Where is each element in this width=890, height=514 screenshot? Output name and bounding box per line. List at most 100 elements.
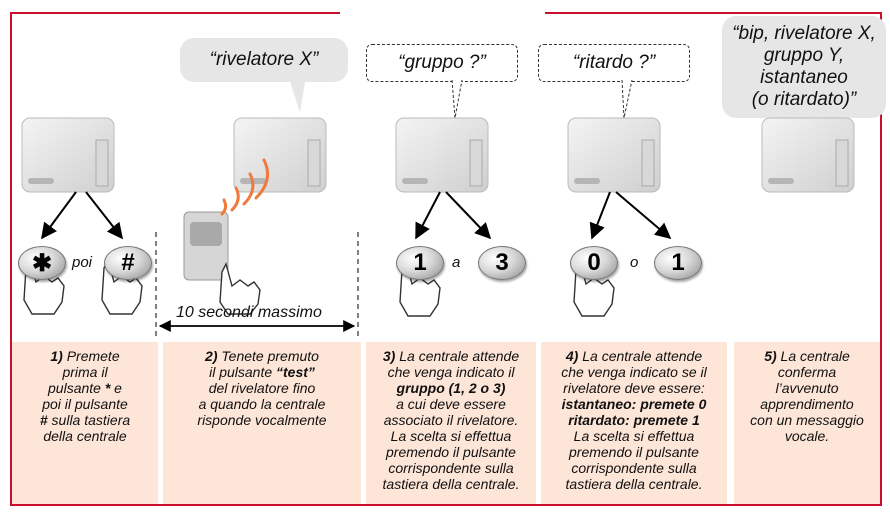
key-3: 3 <box>478 246 526 280</box>
key-1: 1 <box>396 246 444 280</box>
text-line: rivelatore deve essere: <box>563 380 705 396</box>
bubble-line: gruppo Y, <box>763 45 845 66</box>
word-a: a <box>452 254 461 271</box>
istantaneo-keyword: istantaneo: premete 0 <box>561 396 707 412</box>
bubble-text: “rivelatore X” <box>209 49 319 70</box>
text-line: premendo il pulsante <box>386 444 516 460</box>
speech-bubble-ritardo: “ritardo ?” <box>538 44 690 82</box>
hand-pointer-icon <box>399 260 441 317</box>
gruppo-keyword: gruppo (1, 2 o 3) <box>396 380 506 396</box>
step1-panel <box>12 342 158 504</box>
speech-bubble-rivelatore: “rivelatore X” <box>180 38 348 82</box>
text-line: conferma <box>777 364 837 380</box>
bubble-tail <box>451 79 463 119</box>
key-1: 1 <box>654 246 702 280</box>
step-number: 4) <box>565 348 579 364</box>
text-line: a quando la centrale <box>198 396 326 412</box>
text-line: tastiera della centrale. <box>382 476 520 492</box>
text-line: tastiera della centrale. <box>565 476 703 492</box>
text-line: corrispondente sulla <box>388 460 514 476</box>
key-label: 1 <box>671 249 685 276</box>
step-number: 5) <box>764 348 777 364</box>
hash-key: # <box>104 246 152 280</box>
text-line: pulsante <box>48 380 105 396</box>
arrow <box>85 191 123 240</box>
hand-pointer-icon <box>219 262 261 315</box>
text-line: apprendimento <box>760 396 854 412</box>
key-label: 1 <box>413 249 427 276</box>
control-panel-device-2 <box>233 117 327 193</box>
star-key: ✱ <box>18 246 66 280</box>
text-line: prima il <box>62 364 108 380</box>
step5-text: 5) La centrale conferma l’avvenuto appre… <box>734 348 880 444</box>
test-keyword: “test” <box>276 364 315 380</box>
text-line: La centrale attende <box>395 348 520 364</box>
arrow <box>589 191 611 240</box>
frame-top-border-right <box>545 12 882 14</box>
bubble-line: “bip, rivelatore X, <box>732 23 876 44</box>
step4-panel <box>541 342 727 504</box>
bubble-text: “gruppo ?” <box>398 52 486 73</box>
bubble-tail <box>621 79 633 119</box>
step5-panel <box>734 342 880 504</box>
key-0: 0 <box>570 246 618 280</box>
speech-bubble-conferma: “bip, rivelatore X, gruppo Y, istantaneo… <box>722 16 886 118</box>
text-line: La scelta si effettua <box>573 428 695 444</box>
text-line: che venga indicato se il <box>561 364 707 380</box>
radio-waves-icon <box>220 158 270 216</box>
frame-bottom-border <box>10 504 882 506</box>
control-panel-device-1 <box>21 117 115 193</box>
hand-pointer-icon <box>573 260 615 317</box>
text-line: La centrale <box>776 348 850 364</box>
word-o: o <box>630 254 639 271</box>
hash-symbol: # <box>39 412 48 428</box>
bubble-line: (o ritardato)” <box>751 89 857 110</box>
text-line: La scelta si effettua <box>390 428 512 444</box>
key-label: # <box>121 249 135 276</box>
key-label: 0 <box>587 249 601 276</box>
step-number: 2) <box>205 348 218 364</box>
hand-pointer-icon <box>101 258 143 315</box>
step2-panel <box>163 342 361 504</box>
text-line: della centrale <box>43 428 127 444</box>
bubble-text: “ritardo ?” <box>572 52 656 73</box>
step4-text: 4) La centrale attende che venga indicat… <box>541 348 727 492</box>
timer-label: 10 secondi massimo <box>176 304 322 321</box>
arrow <box>615 191 672 240</box>
text-line: corrispondente sulla <box>571 460 697 476</box>
detector-device <box>183 211 229 281</box>
step3-panel <box>366 342 536 504</box>
word-poi: poi <box>72 254 93 271</box>
frame-left-border <box>10 12 12 506</box>
text-line: La centrale attende <box>578 348 703 364</box>
frame-top-border-left <box>10 12 340 14</box>
arrow <box>445 191 492 240</box>
arrow <box>41 191 77 240</box>
control-panel-device-3 <box>395 117 489 193</box>
text-line: che venga indicato il <box>387 364 515 380</box>
key-label: ✱ <box>31 249 53 277</box>
arrow <box>415 191 441 240</box>
speech-bubble-gruppo: “gruppo ?” <box>366 44 518 82</box>
text-line: e <box>110 380 122 396</box>
text-line: Tenete premuto <box>217 348 319 364</box>
key-label: 3 <box>495 249 509 276</box>
text-line: il pulsante <box>209 364 277 380</box>
control-panel-device-5 <box>761 117 855 193</box>
text-line: associato il rivelatore. <box>383 412 519 428</box>
step1-text: 1) Premete prima il pulsante * e poi il … <box>12 348 158 444</box>
bubble-tail <box>290 82 305 112</box>
star-symbol: * <box>104 380 111 396</box>
text-line: vocale. <box>784 428 830 444</box>
text-line: l’avvenuto <box>775 380 839 396</box>
text-line: risponde vocalmente <box>197 412 327 428</box>
step2-text: 2) Tenete premuto il pulsante “test” del… <box>163 348 361 428</box>
text-line: sulla tastiera <box>47 412 131 428</box>
bubble-line: istantaneo <box>760 67 848 88</box>
ritardato-keyword: ritardato: premete 1 <box>568 412 700 428</box>
text-line: poi il pulsante <box>42 396 128 412</box>
text-line: del rivelatore fino <box>208 380 316 396</box>
step-number: 1) <box>50 348 63 364</box>
control-panel-device-4 <box>567 117 661 193</box>
